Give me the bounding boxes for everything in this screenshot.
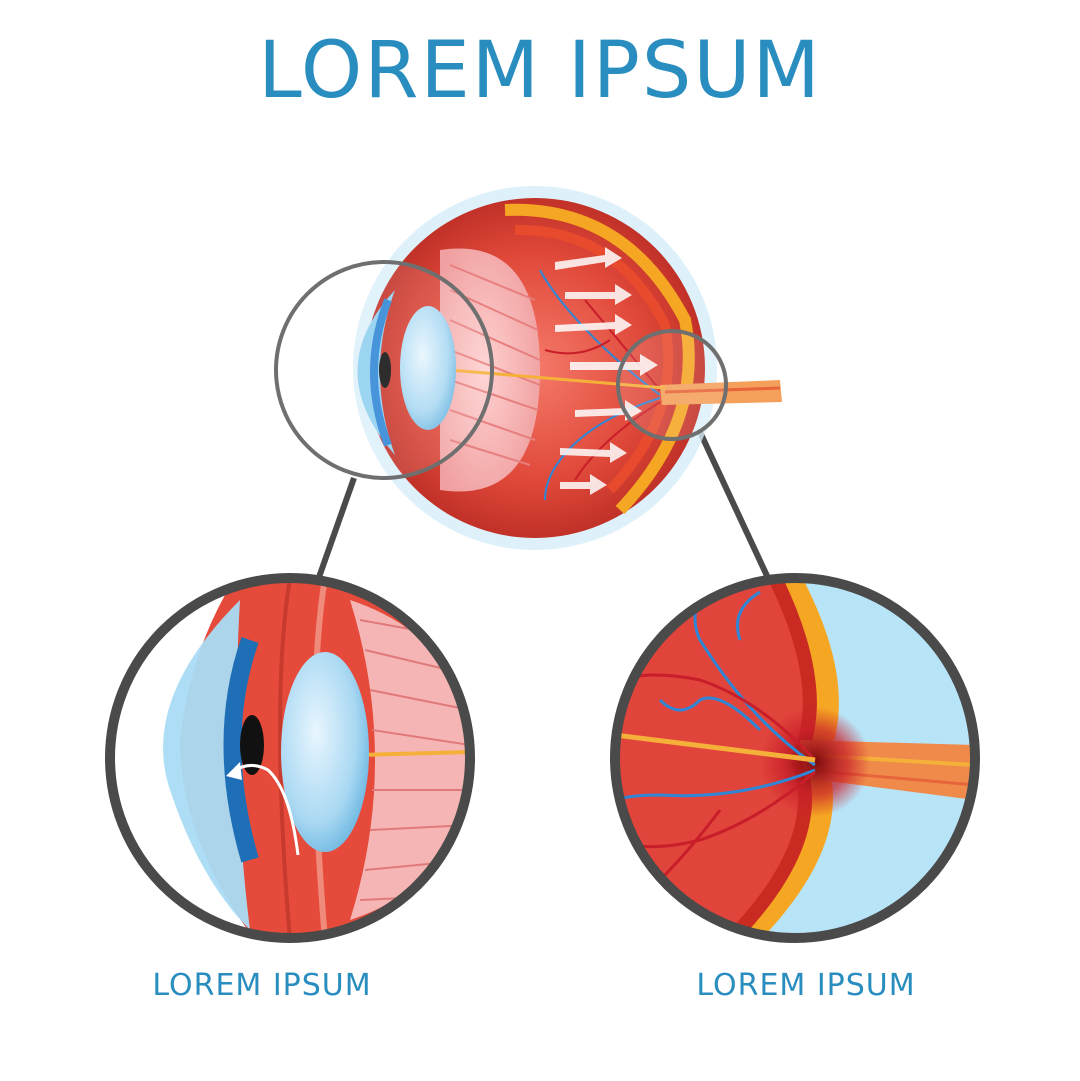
caption-left: LOREM IPSUM	[152, 968, 372, 1003]
magnifier-ring-back	[616, 329, 728, 441]
page-title: LOREM IPSUM	[258, 26, 822, 116]
zoom-circle-optic-disc	[610, 573, 980, 943]
connector-line-left	[315, 477, 357, 581]
zoom-circle-anterior	[105, 573, 475, 943]
magnifier-ring-front	[274, 260, 494, 480]
optic-nerve	[660, 380, 782, 405]
zoom-ring-left	[105, 573, 475, 943]
lens	[400, 306, 456, 430]
caption-right: LOREM IPSUM	[696, 968, 916, 1003]
zoom-ring-right	[610, 573, 980, 943]
connector-line-right	[697, 430, 771, 580]
